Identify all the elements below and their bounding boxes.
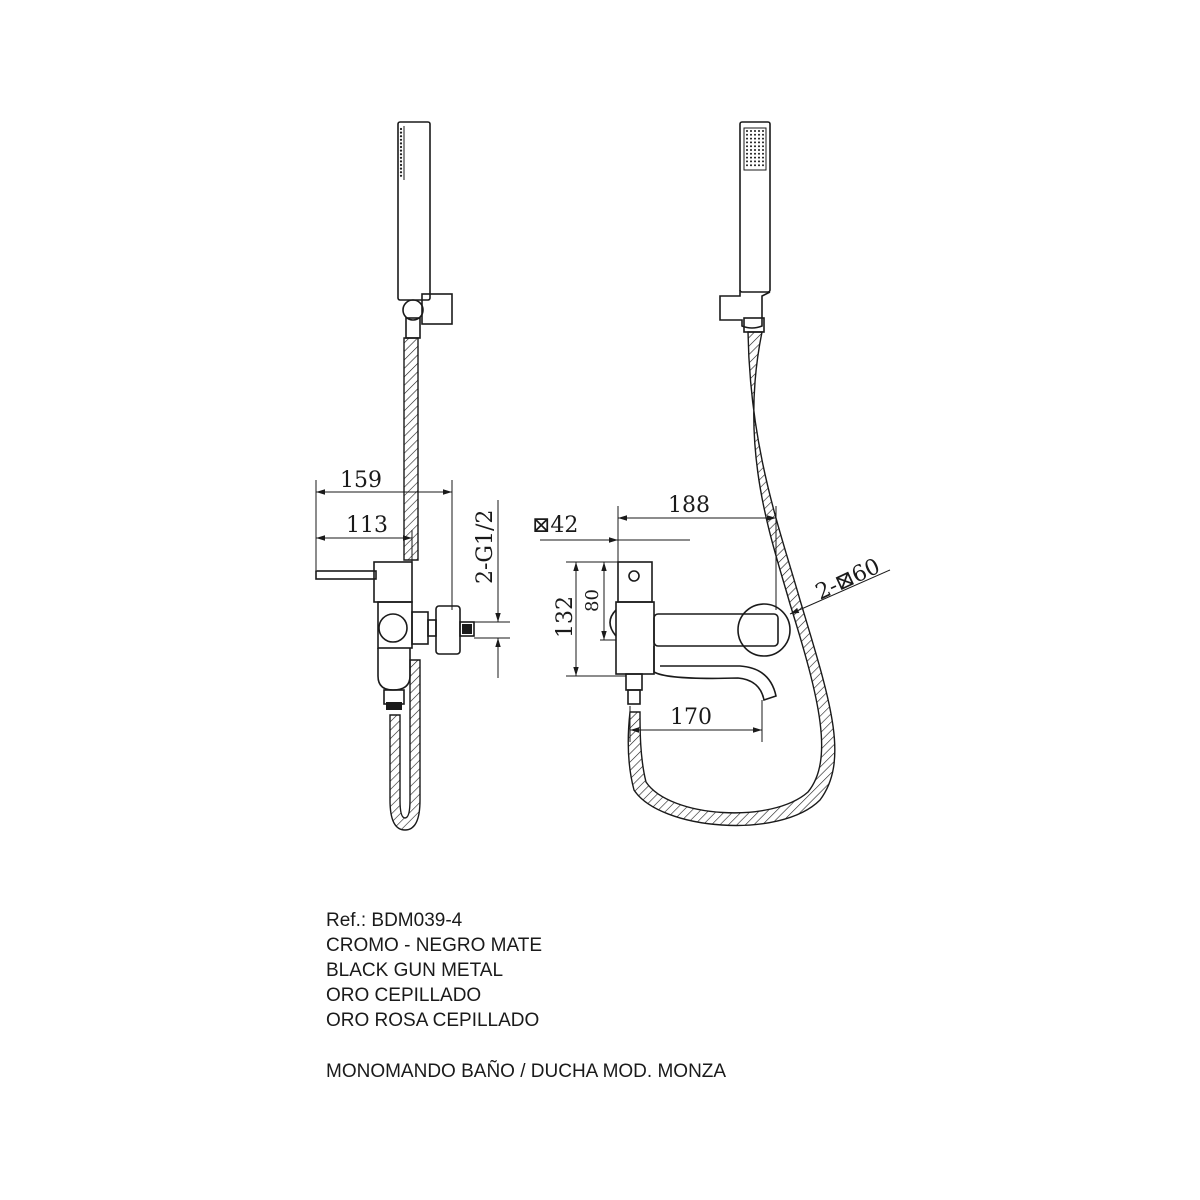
nozzle-dot <box>746 141 748 144</box>
model-name: MONOMANDO BAÑO / DUCHA MOD. MONZA <box>326 1061 727 1082</box>
nozzle-dot <box>762 137 764 140</box>
nozzle-dot <box>399 131 403 134</box>
nozzle-dot <box>399 145 403 149</box>
nozzle-dot <box>754 130 756 132</box>
dim-sq60: 2-⊠60 <box>812 554 884 605</box>
nozzle-dot <box>762 145 764 148</box>
nozzle-dot <box>762 133 764 136</box>
dim-188: 188 <box>668 493 710 518</box>
nozzle-dot <box>754 145 756 148</box>
nozzle-dot <box>746 137 748 140</box>
nozzle-dot <box>758 164 760 167</box>
nozzle-dot <box>758 160 760 163</box>
nozzle-dot <box>399 149 403 152</box>
nozzle-dot <box>746 156 748 159</box>
nozzle-dot <box>758 130 760 132</box>
nozzle-dot <box>399 153 403 156</box>
nozzle-dot <box>762 141 764 144</box>
nozzle-dot <box>754 137 756 140</box>
nozzle-dot <box>399 135 403 138</box>
nozzle-dot <box>750 164 752 167</box>
nozzle-dot <box>750 156 752 159</box>
nozzle-dot <box>746 133 748 136</box>
nozzle-dot <box>750 145 752 148</box>
nozzle-dot <box>746 130 748 132</box>
dim-80: 80 <box>582 589 603 612</box>
front-hose <box>403 337 419 561</box>
front-mixer-body <box>315 561 475 710</box>
side-hose <box>627 331 836 827</box>
nozzle-dot <box>758 137 760 140</box>
nozzle-dot <box>762 160 764 163</box>
nozzle-dot <box>758 149 760 151</box>
caption-block: Ref.: BDM039-4 CROMO - NEGRO MATE BLACK … <box>326 908 726 1084</box>
nozzle-dot <box>754 160 756 163</box>
dim-sq42: ⊠42 <box>532 513 578 538</box>
side-hand-shower <box>719 121 771 333</box>
front-dimensions: 159 113 2-G1/2 <box>315 468 510 678</box>
side-dimensions: 188 ⊠42 132 80 170 2-⊠60 <box>532 493 891 742</box>
nozzle-dot <box>762 149 764 151</box>
nozzle-dot <box>750 137 752 140</box>
nozzle-dot <box>746 164 748 167</box>
nozzle-dot <box>754 152 756 155</box>
nozzle-dot <box>399 167 403 170</box>
nozzle-dot <box>762 164 764 167</box>
front-hose-loop <box>389 659 421 831</box>
nozzle-dot <box>399 163 403 167</box>
nozzle-dot <box>750 133 752 136</box>
finish-option: ORO ROSA CEPILLADO <box>326 1010 540 1031</box>
nozzle-dot <box>750 149 752 151</box>
dim-132: 132 <box>553 596 578 638</box>
dim-113: 113 <box>346 513 388 538</box>
nozzle-dot <box>762 130 764 132</box>
nozzle-dot <box>754 164 756 167</box>
nozzle-dot <box>399 127 403 131</box>
nozzle-dot <box>758 141 760 144</box>
nozzle-dot <box>750 141 752 144</box>
nozzle-dot <box>750 152 752 155</box>
front-view: 159 113 2-G1/2 <box>315 121 510 831</box>
nozzle-dot <box>754 141 756 144</box>
dim-159: 159 <box>340 468 382 493</box>
nozzle-dot <box>750 160 752 163</box>
dim-170: 170 <box>670 705 712 730</box>
nozzle-dot <box>399 160 403 163</box>
side-view: 188 ⊠42 132 80 170 2-⊠60 <box>532 121 891 827</box>
nozzle-dot <box>399 171 403 174</box>
dim-thread: 2-G1/2 <box>473 510 498 584</box>
nozzle-dot <box>754 149 756 151</box>
nozzle-dot <box>746 160 748 163</box>
nozzle-dot <box>758 145 760 148</box>
nozzle-dot <box>758 152 760 155</box>
nozzle-dot <box>399 156 403 159</box>
nozzle-dot <box>754 156 756 159</box>
nozzle-dot <box>754 133 756 136</box>
nozzle-dot <box>746 152 748 155</box>
nozzle-dot <box>750 130 752 132</box>
nozzle-dot <box>746 149 748 151</box>
nozzle-dot <box>399 142 403 145</box>
finish-option: BLACK GUN METAL <box>326 960 504 981</box>
nozzle-dot <box>762 156 764 159</box>
nozzle-dot <box>758 133 760 136</box>
finish-option: CROMO - NEGRO MATE <box>326 935 543 956</box>
side-mixer-body <box>609 561 791 705</box>
nozzle-dot <box>399 138 403 141</box>
nozzle-dot <box>758 156 760 159</box>
front-hand-shower <box>397 121 453 339</box>
reference-code: Ref.: BDM039-4 <box>326 910 463 931</box>
finish-option: ORO CEPILLADO <box>326 985 482 1006</box>
nozzle-dot <box>746 145 748 148</box>
nozzle-dot <box>762 152 764 155</box>
nozzle-dot <box>399 174 403 177</box>
